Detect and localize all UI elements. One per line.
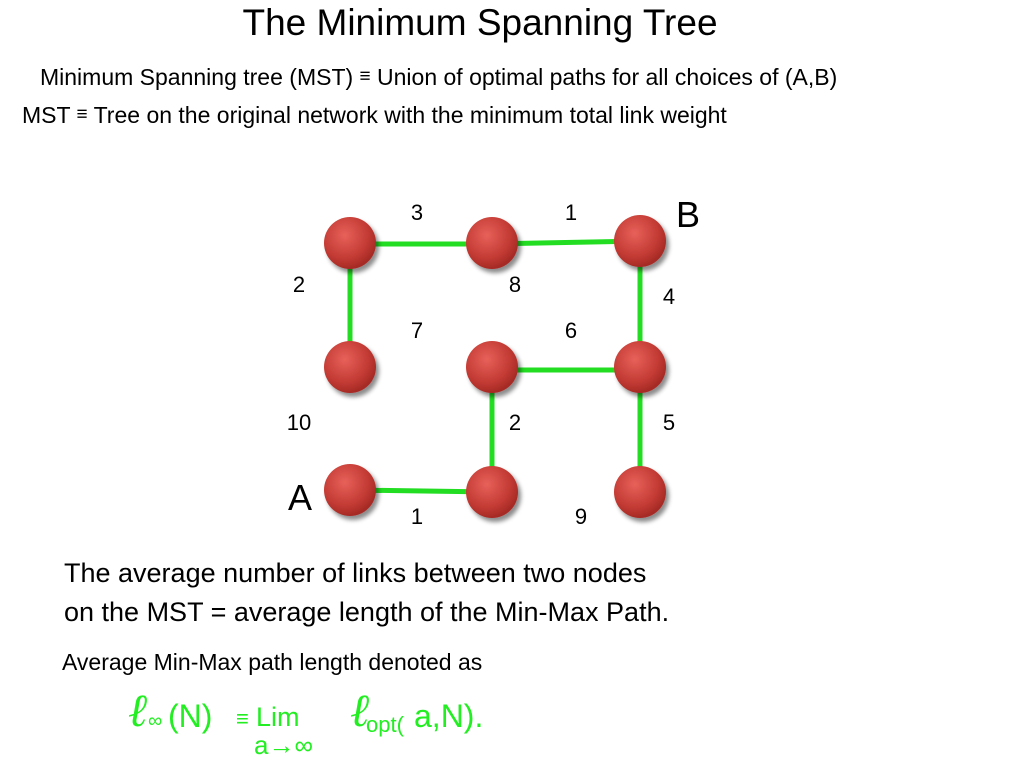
weight-middle-left: 7: [411, 318, 423, 343]
formula-ell-symbol: ℓ: [128, 685, 148, 736]
node-label-b: B: [676, 194, 700, 235]
mst-definition-line-2: MST ≡ Tree on the original network with …: [22, 102, 727, 129]
def2-equiv-symbol: ≡: [76, 104, 88, 125]
node-a: [324, 464, 376, 516]
weight-bottom-right: 9: [575, 504, 587, 529]
weight-middle-lower: 2: [509, 410, 521, 435]
node-label-a: A: [288, 477, 312, 518]
node-top-left: [324, 217, 376, 269]
def1-equiv-symbol: ≡: [359, 66, 371, 87]
formula-infinity-subscript: ∞: [148, 710, 163, 732]
node-bottom-right: [614, 466, 666, 518]
weight-left-upper: 2: [293, 272, 305, 297]
weight-right-lower: 5: [663, 410, 675, 435]
weight-middle-right: 6: [565, 318, 577, 343]
weight-middle-upper: 8: [509, 272, 521, 297]
weight-top-left: 3: [411, 200, 423, 225]
weight-bottom-left: 1: [411, 504, 423, 529]
page-title: The Minimum Spanning Tree: [242, 2, 718, 43]
node-middle-center: [466, 341, 518, 393]
weight-left-lower: 10: [287, 410, 311, 435]
formula-n-argument: (N): [168, 698, 213, 734]
paragraph-line-2: on the MST = average length of the Min-M…: [64, 597, 670, 627]
formula-opt-subscript: opt(: [366, 712, 404, 737]
weight-right-upper: 4: [663, 284, 675, 309]
node-b: [614, 215, 666, 267]
paragraph-line-3: Average Min-Max path length denoted as: [62, 649, 483, 675]
def1-suffix: Union of optimal paths for all choices o…: [377, 64, 838, 90]
formula-lim-subscript: a→∞: [254, 730, 313, 760]
def1-prefix: Minimum Spanning tree (MST): [40, 64, 354, 90]
formula-ell-symbol-2: ℓ: [350, 685, 370, 736]
graph-nodes: [324, 215, 666, 518]
node-bottom-middle: [466, 466, 518, 518]
def2-suffix: Tree on the original network with the mi…: [93, 102, 727, 128]
node-top-middle: [466, 217, 518, 269]
mst-definition-line-1: Minimum Spanning tree (MST) ≡ Union of o…: [40, 64, 837, 91]
node-middle-left: [324, 341, 376, 393]
weight-top-right: 1: [565, 200, 577, 225]
formula-lim: Lim: [256, 702, 300, 732]
node-middle-right: [614, 341, 666, 393]
def2-prefix: MST: [22, 102, 71, 128]
formula-tail: a,N).: [414, 698, 484, 734]
paragraph-line-1: The average number of links between two …: [64, 558, 647, 588]
formula-equiv-symbol: ≡: [236, 706, 249, 731]
